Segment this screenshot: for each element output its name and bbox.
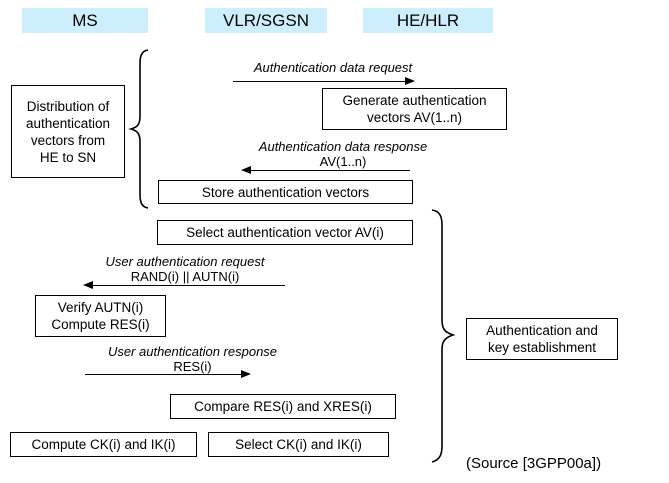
arrow-head-left-icon — [241, 166, 251, 174]
phase-distribution-line-4: HE to SN — [39, 149, 97, 165]
action-select-av-line-1: Select authentication vector AV(i) — [186, 225, 384, 240]
phase-distribution-line-2: authentication — [25, 115, 111, 131]
message-user-auth-response-payload: RES(i) — [173, 359, 212, 374]
action-store-av-line-1: Store authentication vectors — [201, 184, 370, 200]
message-user-auth-request-payload: RAND(i) || AUTN(i) — [130, 269, 240, 284]
message-user-auth-response-arrow — [85, 374, 243, 375]
action-select-ck-ik-line-1: Select CK(i) and IK(i) — [235, 437, 362, 452]
action-box-generate-av: Generate authentication vectors AV(1..n) — [322, 88, 507, 130]
message-auth-data-response-label: Authentication data response AV(1..n) — [243, 139, 443, 169]
arrow-head-right-icon — [405, 77, 415, 85]
action-box-compute-ck-ik: Compute CK(i) and IK(i) — [10, 432, 197, 457]
action-box-store-av: Store authentication vectors — [158, 180, 413, 204]
action-generate-av-line-2: vectors AV(1..n) — [366, 110, 463, 125]
arrow-head-left-icon — [83, 281, 93, 289]
message-auth-data-request-label: Authentication data request — [233, 60, 433, 75]
action-box-select-ck-ik: Select CK(i) and IK(i) — [208, 432, 389, 457]
phase-box-auth-key-establishment: Authentication and key establishment — [466, 318, 618, 360]
column-header-vlr-sgsn-label: VLR/SGSN — [223, 11, 309, 30]
column-header-ms-label: MS — [72, 11, 98, 30]
action-box-select-av: Select authentication vector AV(i) — [157, 220, 413, 245]
arrow-head-right-icon — [241, 370, 251, 378]
phase-auth-key-est-line-1: Authentication and — [486, 323, 598, 338]
message-user-auth-request-label: User authentication request RAND(i) || A… — [85, 254, 285, 284]
phase-distribution-line-1: Distribution of — [26, 98, 110, 114]
brace-distribution-icon — [128, 48, 152, 210]
message-user-auth-response-name: User authentication response — [107, 344, 278, 359]
action-box-compare-res: Compare RES(i) and XRES(i) — [170, 394, 396, 419]
message-auth-data-request-name: Authentication data request — [253, 60, 413, 75]
action-generate-av-line-1: Generate authentication — [342, 93, 487, 108]
message-auth-data-response-arrow — [250, 170, 410, 171]
message-auth-data-request-arrow — [233, 81, 413, 82]
column-header-vlr-sgsn: VLR/SGSN — [205, 8, 327, 33]
source-note: (Source [3GPP00a]) — [466, 455, 601, 473]
message-user-auth-request-arrow — [92, 285, 285, 286]
phase-distribution-line-3: vectors from — [30, 132, 106, 148]
phase-box-distribution: Distribution of authentication vectors f… — [11, 85, 125, 178]
action-compare-res-line-1: Compare RES(i) and XRES(i) — [194, 399, 372, 414]
brace-auth-key-establishment-icon — [428, 208, 460, 464]
message-auth-data-response-name: Authentication data response — [258, 139, 428, 154]
action-verify-autn-line-2: Compute RES(i) — [51, 317, 150, 332]
column-header-he-hlr: HE/HLR — [363, 8, 493, 33]
message-auth-data-response-payload: AV(1..n) — [319, 154, 367, 169]
source-note-label: (Source [3GPP00a]) — [466, 455, 602, 472]
phase-auth-key-est-line-2: key establishment — [487, 340, 597, 355]
column-header-he-hlr-label: HE/HLR — [396, 11, 460, 30]
column-header-ms: MS — [22, 8, 148, 33]
action-compute-ck-ik-line-1: Compute CK(i) and IK(i) — [31, 437, 176, 452]
message-user-auth-request-name: User authentication request — [105, 254, 265, 269]
action-verify-autn-line-1: Verify AUTN(i) — [57, 300, 144, 315]
action-box-verify-autn: Verify AUTN(i) Compute RES(i) — [35, 295, 166, 337]
message-user-auth-response-label: User authentication response RES(i) — [85, 344, 300, 374]
